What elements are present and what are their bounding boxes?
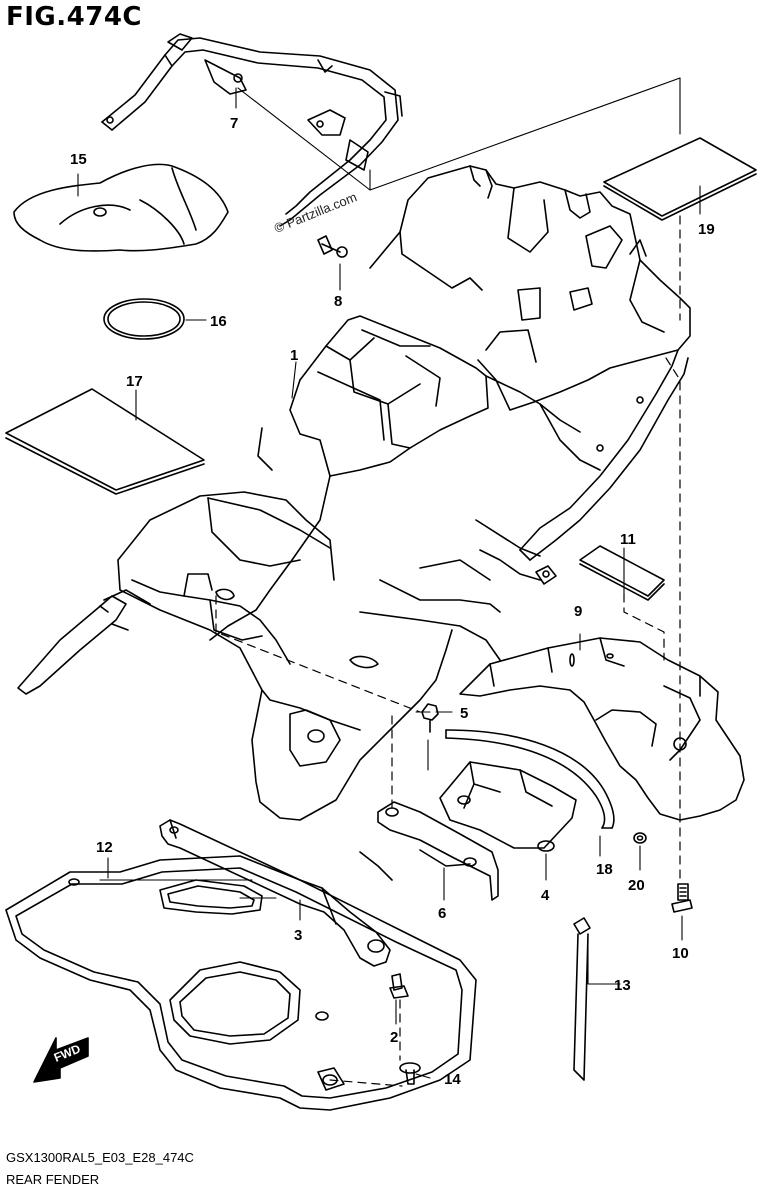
part-number-19: 19 xyxy=(698,221,715,238)
part-17-sheet xyxy=(5,388,205,495)
part-number-1: 1 xyxy=(290,347,298,364)
part-labels: 7 8 15 16 17 1 19 11 9 5 12 18 20 4 6 3 … xyxy=(70,115,715,1088)
part-4-clamp xyxy=(439,761,577,852)
part-number-9: 9 xyxy=(574,603,582,620)
figure-title: FIG.474C xyxy=(6,2,143,32)
part-7-grab-rail xyxy=(101,33,403,227)
part-8-bolt xyxy=(317,235,348,258)
assembly-lines xyxy=(215,215,681,1087)
part-20-washer xyxy=(633,832,647,844)
part-1-rear-fender xyxy=(17,165,691,821)
part-5-clip xyxy=(421,703,439,733)
part-3-bracket xyxy=(159,819,393,967)
part-16-ring xyxy=(103,298,185,340)
part-12-cover xyxy=(5,855,477,1111)
part-number-10: 10 xyxy=(672,945,689,962)
part-6-bracket xyxy=(377,801,499,901)
part-number-3: 3 xyxy=(294,927,302,944)
model-code: GSX1300RAL5_E03_E28_474C xyxy=(6,1150,194,1165)
part-number-8: 8 xyxy=(334,293,342,310)
part-number-16: 16 xyxy=(210,313,227,330)
part-13-cable-tie xyxy=(573,917,591,1081)
part-19-sheet xyxy=(603,137,757,221)
part-number-5: 5 xyxy=(460,705,468,722)
part-11-pad xyxy=(579,545,665,601)
fwd-arrow: FWD xyxy=(33,1037,89,1083)
part-2-bolt xyxy=(389,973,409,999)
part-number-7: 7 xyxy=(230,115,238,132)
part-number-12: 12 xyxy=(96,839,113,856)
part-number-13: 13 xyxy=(614,977,631,994)
figure-name: REAR FENDER xyxy=(6,1172,100,1187)
part-9-bracket xyxy=(459,637,745,821)
part-number-15: 15 xyxy=(70,151,87,168)
part-number-11: 11 xyxy=(620,531,636,548)
part-number-20: 20 xyxy=(628,877,645,894)
part-14-rivet xyxy=(399,1062,421,1085)
part-15-cushion xyxy=(13,163,229,252)
leader-lines xyxy=(77,77,701,1079)
part-10-bolt xyxy=(671,883,693,913)
part-number-14: 14 xyxy=(444,1071,461,1088)
part-18-strap xyxy=(445,729,615,829)
part-number-6: 6 xyxy=(438,905,446,922)
part-number-4: 4 xyxy=(541,887,550,904)
part-number-18: 18 xyxy=(596,861,613,878)
part-number-17: 17 xyxy=(126,373,143,390)
part-number-2: 2 xyxy=(390,1029,398,1046)
